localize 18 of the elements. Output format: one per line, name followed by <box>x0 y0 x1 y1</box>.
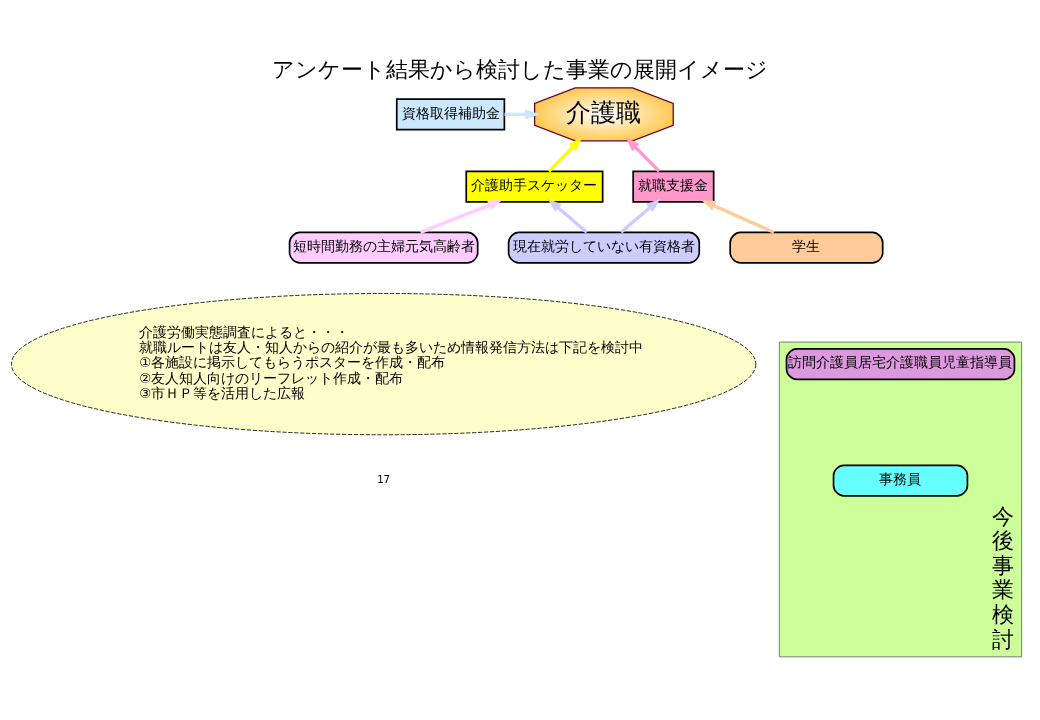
node-box: 短時間勤務の主婦元気高齢者 <box>288 231 479 264</box>
node-box: 学生 <box>729 231 884 264</box>
arrow <box>620 198 661 234</box>
node-box: 介護助手スケッター <box>465 170 604 203</box>
node-box: 就職支援金 <box>632 170 715 203</box>
node-ellipse: 介護労働実態調査によると・・・ 就職ルートは友人・知人からの紹介が最も多いため情報発信方法は下記を検討中 ①各施設に掲示してもらうポスターを作成・配布 ②友人知人向けのリーフレット作成・配布 ③市ＨＰ等を活用した広報 <box>11 293 757 436</box>
arrow <box>625 137 661 173</box>
arrow <box>419 200 503 234</box>
node-box: 資格取得補助金 <box>395 98 506 131</box>
arrow <box>504 109 540 120</box>
arrow <box>547 137 583 173</box>
label: 17 <box>377 474 391 486</box>
diagram-title: アンケート結果から検討した事業の展開イメージ <box>272 57 768 83</box>
node-box: 事務員 <box>832 464 969 497</box>
node-box: 現在就労していない有資格者 <box>507 231 701 264</box>
node-box: 訪問介護員居宅介護職員児童指導員 <box>785 348 1016 381</box>
arrow <box>701 199 775 234</box>
arrow <box>547 198 588 234</box>
